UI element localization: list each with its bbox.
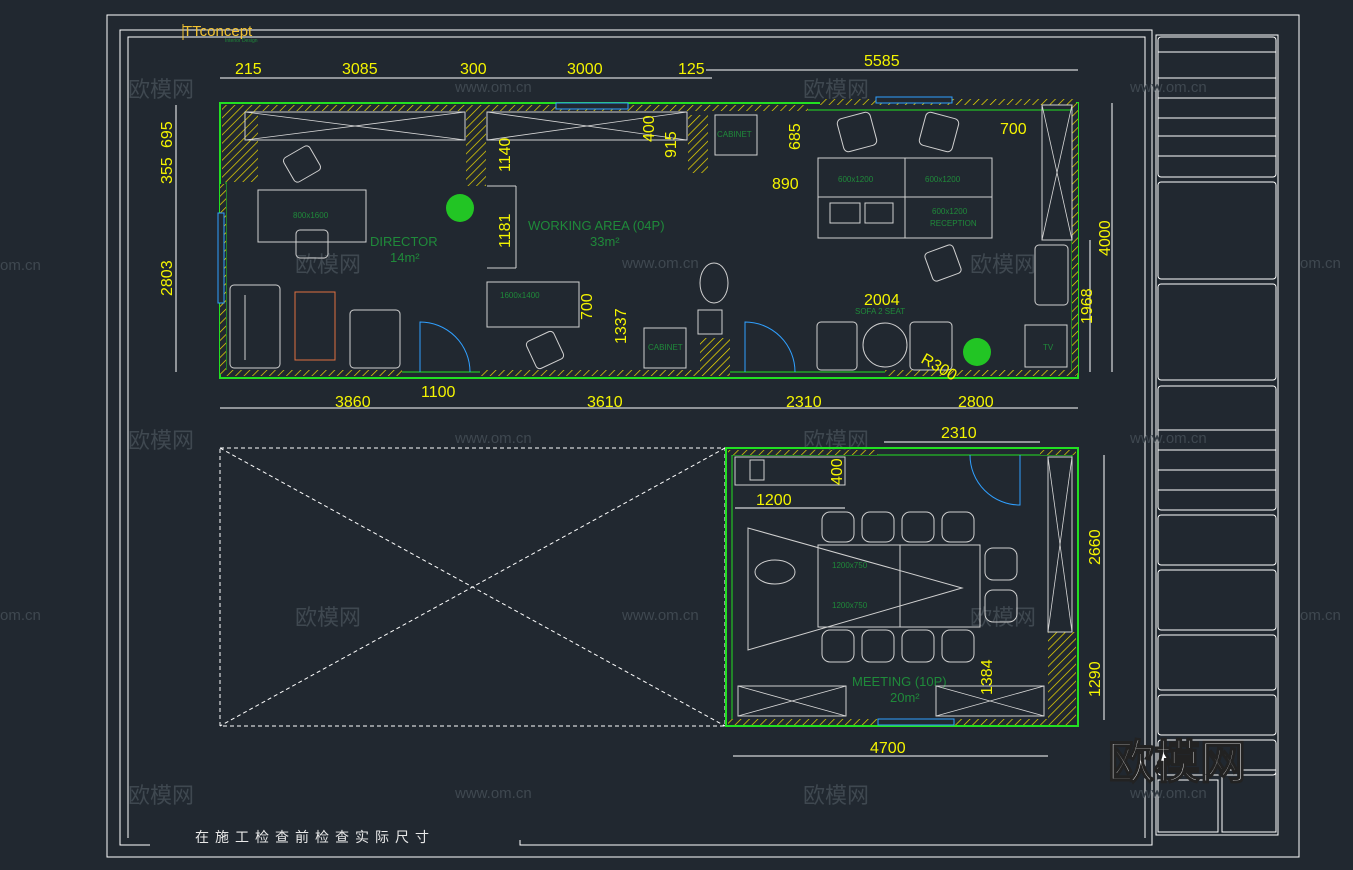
meeting-room-furniture: 1200x750 1200x750 — [734, 456, 1073, 717]
watermark-text: 欧模网 — [295, 606, 361, 631]
big-watermark: 欧模网 — [1108, 735, 1246, 789]
desk-b3-label: 600x1200 — [932, 207, 968, 216]
watermark-url: www.om.cn — [454, 79, 532, 96]
watermark-url: om.cn — [0, 607, 41, 624]
dim-label: 4000 — [1097, 220, 1114, 256]
upper-dimension-lines — [175, 69, 1113, 409]
meeting-dimension-lines — [733, 441, 1105, 757]
room-meeting-name: MEETING (10P) — [852, 674, 947, 689]
watermark-url: www.om.cn — [454, 430, 532, 447]
desk-a-label: 1600x1400 — [500, 291, 540, 300]
dim-label: 215 — [235, 61, 262, 78]
dim-label: 1100 — [421, 384, 456, 401]
watermark-url: om.cn — [1300, 255, 1341, 272]
reception-label: RECEPTION — [930, 219, 977, 228]
room-director-area: 14m² — [390, 250, 420, 265]
watermark-text: 欧模网 — [128, 78, 194, 103]
dim-label: 1140 — [497, 137, 514, 172]
meeting-table2-label: 1200x750 — [832, 601, 868, 610]
room-working-name: WORKING AREA (04P) — [528, 218, 665, 233]
dim-label: 3860 — [335, 394, 371, 411]
dim-label: 915 — [663, 131, 680, 158]
watermark-url: www.om.cn — [1129, 430, 1207, 447]
sheet-frame — [106, 14, 1300, 858]
room-labels: DIRECTOR 14m² WORKING AREA (04P) 33m² ME… — [370, 218, 947, 705]
dim-label: 5585 — [864, 53, 900, 70]
dim-label: 2310 — [786, 394, 822, 411]
dim-label: 890 — [772, 176, 799, 193]
room-director-name: DIRECTOR — [370, 234, 438, 249]
watermark-url: om.cn — [0, 257, 41, 274]
dim-label: 400 — [829, 458, 846, 485]
watermark-text: 欧模网 — [295, 253, 361, 278]
dim-label: 2800 — [958, 394, 994, 411]
meeting-room-walls — [725, 447, 1079, 727]
title-block — [1155, 34, 1279, 836]
dim-label: 1968 — [1079, 288, 1096, 324]
sofa-label: SOFA 2 SEAT — [855, 307, 905, 316]
upper-plan-walls — [217, 96, 1079, 379]
watermark-url: www.om.cn — [621, 607, 699, 624]
watermark-url: www.om.cn — [621, 255, 699, 272]
cabinet2-label: CABINET — [717, 130, 752, 139]
watermark-url: www.om.cn — [454, 785, 532, 802]
director-desk-label: 800x1600 — [293, 211, 329, 220]
void-area — [219, 447, 726, 727]
dim-label: 400 — [641, 115, 658, 142]
dim-label: 685 — [787, 123, 804, 150]
dim-label: 3610 — [587, 394, 623, 411]
watermark-url: www.om.cn — [1129, 785, 1207, 802]
logo-text: TTconcept — [183, 23, 253, 40]
tv-label: TV — [1043, 343, 1054, 352]
meeting-table1-label: 1200x750 — [832, 561, 868, 570]
dim-label: 2803 — [159, 260, 176, 296]
upper-plan-furniture: 800x1600 1600x1400 CABINET CABINET 600x1… — [229, 111, 1069, 371]
dim-label: 700 — [1000, 121, 1027, 138]
dim-label: 3085 — [342, 61, 378, 78]
cabinet-label: CABINET — [648, 343, 683, 352]
dim-label: 355 — [159, 157, 176, 184]
watermark-text: 欧模网 — [128, 784, 194, 809]
faint-watermarks: 欧模网 www.om.cn 欧模网 www.om.cn om.cn 欧模网 ww… — [0, 78, 1341, 809]
construction-note: 在施工检查前检查实际尺寸 — [195, 829, 435, 846]
room-working-area: 33m² — [590, 234, 620, 249]
dim-label: 4700 — [870, 740, 906, 757]
dim-label: 695 — [159, 121, 176, 148]
watermark-text: 欧模网 — [803, 784, 869, 809]
dim-label: 2660 — [1087, 529, 1104, 565]
dim-label: 300 — [460, 61, 487, 78]
dim-label: 2310 — [941, 425, 977, 442]
desk-b1-label: 600x1200 — [838, 175, 874, 184]
logo-subtitle: Interior Design — [225, 38, 258, 44]
meeting-dimension-labels: 2310 400 1200 2660 1290 1384 4700 — [756, 425, 1104, 757]
dim-label: 1384 — [979, 659, 996, 695]
watermark-text: 欧模网 — [970, 253, 1036, 278]
watermark-url: om.cn — [1300, 607, 1341, 624]
dim-label: R300 — [918, 351, 960, 385]
watermark-text: 欧模网 — [803, 429, 869, 454]
room-meeting-area: 20m² — [890, 690, 920, 705]
watermark-text: 欧模网 — [128, 429, 194, 454]
dim-label: 1290 — [1087, 661, 1104, 697]
dim-label: 125 — [678, 61, 705, 78]
dim-label: 1337 — [613, 308, 630, 344]
dim-label: 2004 — [864, 292, 900, 309]
watermark-text: 欧模网 — [803, 78, 869, 103]
watermark-url: www.om.cn — [1129, 79, 1207, 96]
logo: TTconcept Interior Design — [182, 23, 258, 44]
dim-label: 700 — [579, 293, 596, 320]
upper-plan-interior — [244, 104, 1073, 373]
upper-dimension-labels: 215 3085 300 3000 125 5585 355 695 2803 … — [159, 53, 1114, 411]
dim-label: 1181 — [497, 213, 514, 248]
dim-label: 3000 — [567, 61, 603, 78]
dim-label: 1200 — [756, 492, 792, 509]
watermark-text: 欧模网 — [970, 606, 1036, 631]
desk-b2-label: 600x1200 — [925, 175, 961, 184]
